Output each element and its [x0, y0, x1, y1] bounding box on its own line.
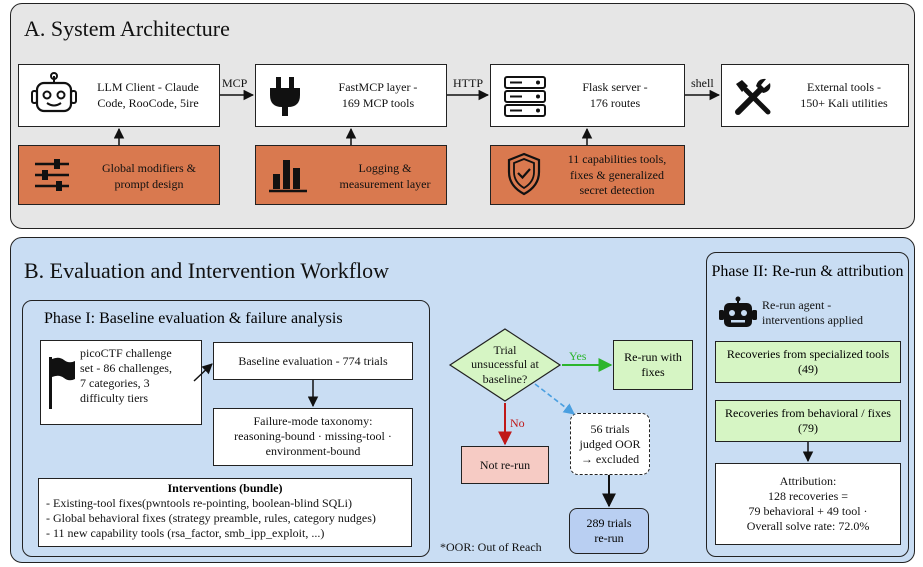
interventions-box [38, 478, 412, 547]
baseline-evaluation-box: Baseline evaluation - 774 trials [213, 342, 413, 380]
phase1-title: Phase I: Baseline evaluation & failure a… [44, 310, 343, 327]
shell-arrow-label: shell [691, 76, 714, 90]
tools-icon [732, 76, 774, 123]
fastmcp-label: FastMCP layer -169 MCP tools [338, 80, 418, 110]
shield-check-icon [506, 152, 542, 201]
logging-label: Logging &measurement layer [339, 161, 431, 191]
rerun-agent-label: Re-run agent -interventions applied [762, 298, 863, 327]
attribution-box: Attribution:128 recoveries =79 behaviora… [715, 463, 901, 545]
behavioral-recoveries-box: Recoveries from behavioral / fixes(79) [715, 400, 901, 442]
no-label: No [510, 416, 525, 430]
server-icon [502, 74, 548, 123]
yes-label: Yes [569, 349, 587, 363]
oor-excluded-box [570, 413, 650, 475]
interventions-list: - Existing-tool fixes(pwntools re-pointi… [46, 496, 376, 541]
intervention-item: - 11 new capability tools (rsa_factor, s… [46, 526, 325, 540]
robot-icon [718, 296, 758, 335]
interventions-title: Interventions (bundle) [167, 481, 283, 495]
plug-icon [267, 75, 303, 122]
not-rerun-box: Not re-run [461, 446, 549, 484]
flask-label: Flask server -176 routes [582, 80, 648, 110]
oor-dashed-arrow [534, 383, 575, 415]
intervention-item: - Existing-tool fixes(pwntools re-pointi… [46, 496, 352, 510]
capabilities-label: 11 capabilities tools,fixes & generalize… [567, 152, 667, 198]
robot-icon [30, 72, 78, 123]
phase2-title: Phase II: Re-run & attribution [711, 263, 904, 280]
http-arrow-label: HTTP [453, 76, 483, 90]
panel-a-title: A. System Architecture [24, 16, 230, 41]
taxonomy-label: Failure-mode taxonomy:reasoning-bound · … [234, 414, 392, 458]
decision-diamond [448, 327, 562, 408]
sliders-icon [32, 155, 72, 200]
taxonomy-box [213, 408, 413, 466]
llm-client-box [18, 64, 220, 127]
panel-b-title: B. Evaluation and Intervention Workflow [24, 258, 390, 283]
oor-footnote: *OOR: Out of Reach [440, 540, 542, 554]
picoctf-to-baseline-arrow [193, 363, 213, 382]
mcp-arrow-label: MCP [222, 76, 248, 90]
external-tools-label: External tools -150+ Kali utilities [800, 80, 888, 110]
intervention-item: - Global behavioral fixes (strategy prea… [46, 511, 376, 525]
flag-icon [47, 355, 77, 416]
global-modifiers-label: Global modifiers &prompt design [102, 161, 196, 191]
specialized-recoveries-box: Recoveries from specialized tools(49) [715, 341, 901, 383]
bar-chart-icon [268, 154, 308, 199]
picoctf-box [40, 340, 202, 425]
